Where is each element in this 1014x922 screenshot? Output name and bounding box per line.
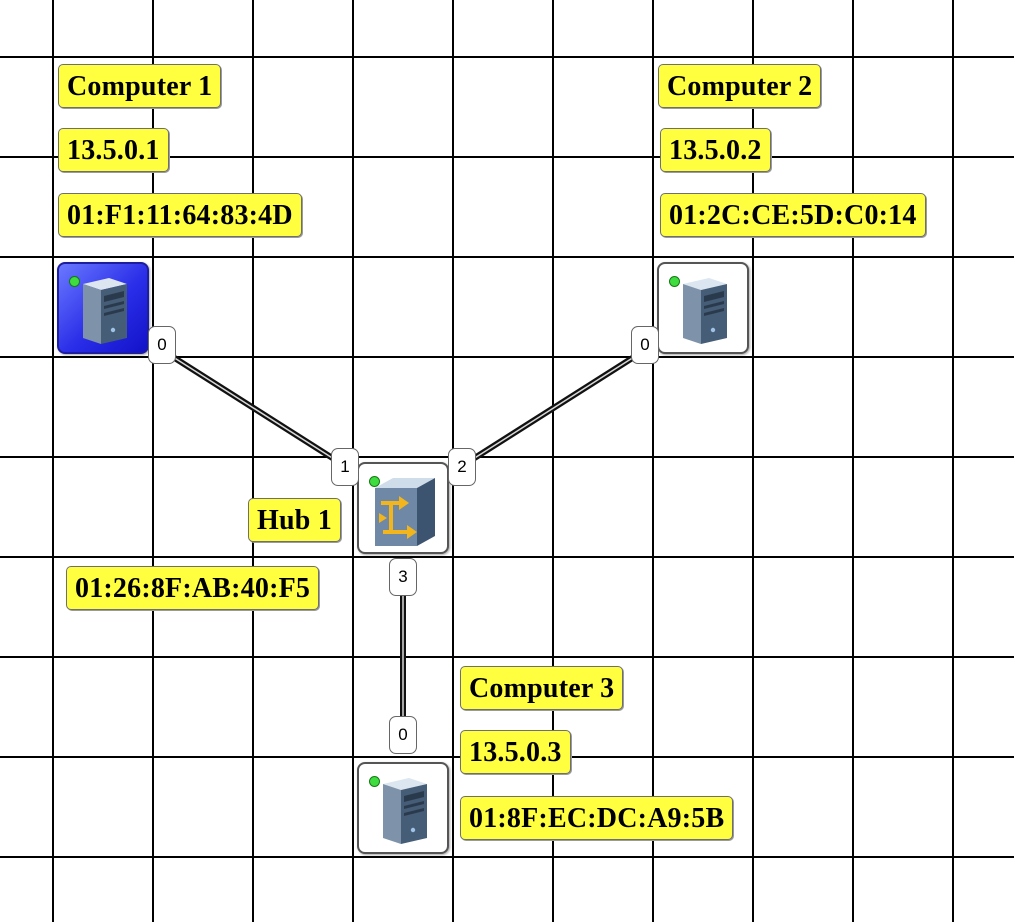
computer2-port-0[interactable]: 0 [631, 326, 659, 364]
computer1-ip-label[interactable]: 13.5.0.1 [58, 128, 169, 172]
computer3-ip-label[interactable]: 13.5.0.3 [460, 730, 571, 774]
status-led [669, 276, 680, 287]
computer1-port-0[interactable]: 0 [148, 326, 176, 364]
hub1-name-label[interactable]: Hub 1 [248, 498, 341, 542]
hub1-port-2[interactable]: 2 [448, 448, 476, 486]
computer1-name-label[interactable]: Computer 1 [58, 64, 222, 108]
hub1-mac-label[interactable]: 01:26:8F:AB:40:F5 [66, 566, 320, 610]
status-led [69, 276, 80, 287]
computer-icon [683, 278, 727, 344]
computer3-node[interactable] [357, 762, 449, 854]
computer2-node[interactable] [657, 262, 749, 354]
computer2-mac-label[interactable]: 01:2C:CE:5D:C0:14 [660, 193, 926, 237]
computer3-mac-label[interactable]: 01:8F:EC:DC:A9:5B [460, 796, 734, 840]
computer-icon [383, 778, 427, 844]
computer2-ip-label[interactable]: 13.5.0.2 [660, 128, 771, 172]
computer1-mac-label[interactable]: 01:F1:11:64:83:4D [58, 193, 302, 237]
hub-icon [375, 478, 435, 546]
status-led [369, 476, 380, 487]
hub1-node[interactable] [357, 462, 449, 554]
hub1-port-1[interactable]: 1 [331, 448, 359, 486]
hub1-port-3[interactable]: 3 [389, 558, 417, 596]
computer1-node[interactable] [57, 262, 149, 354]
computer-icon [83, 278, 127, 344]
status-led [369, 776, 380, 787]
computer3-name-label[interactable]: Computer 3 [460, 666, 624, 710]
computer3-port-0[interactable]: 0 [389, 716, 417, 754]
computer2-name-label[interactable]: Computer 2 [658, 64, 822, 108]
